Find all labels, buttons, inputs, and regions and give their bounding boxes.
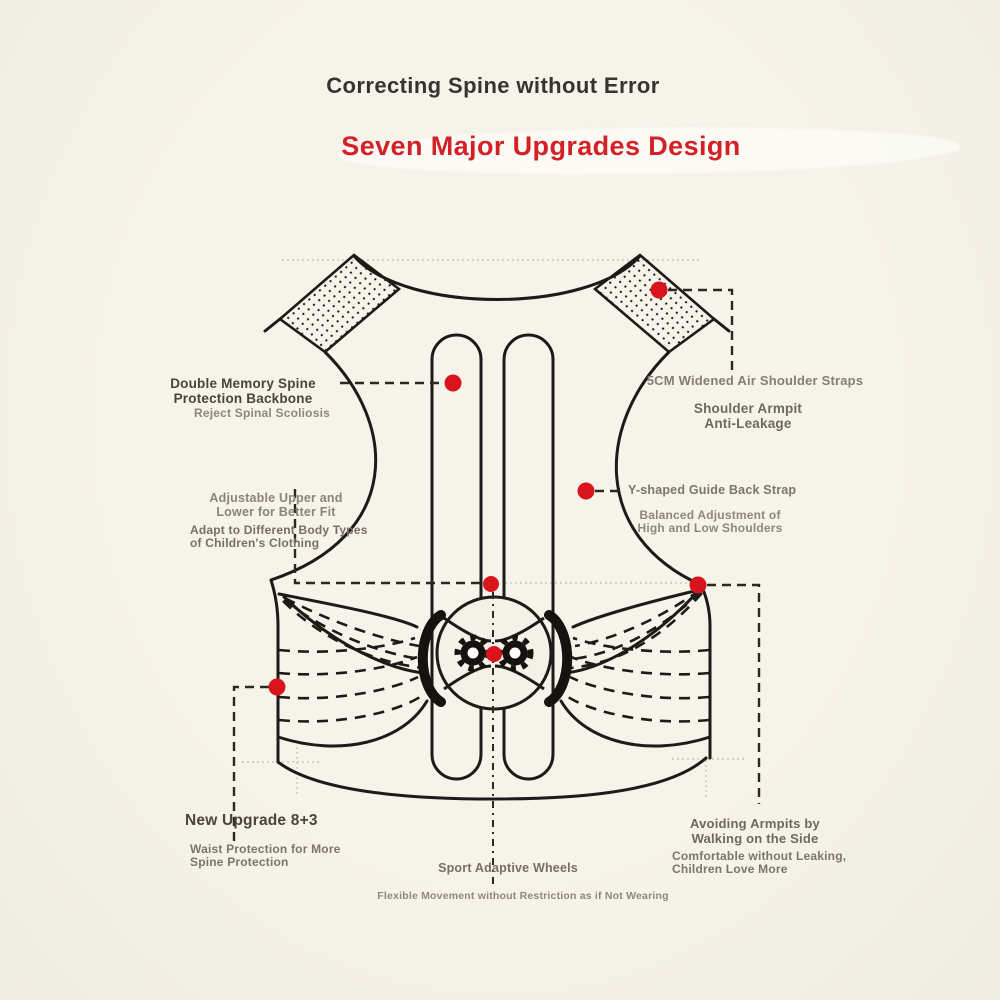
callout-back-strap-sub: Balanced Adjustment of High and Low Shou… — [637, 508, 783, 535]
callout-shoulder-straps-heading: 5CM Widened Air Shoulder Straps — [646, 373, 864, 388]
callout-back-strap-heading: Y-shaped Guide Back Strap — [628, 483, 797, 497]
callout-shoulder-straps-sub: Shoulder Armpit Anti-Leakage — [693, 401, 803, 431]
page-subtitle: Seven Major Upgrades Design — [341, 131, 741, 161]
callout-adjustable-sub: Adapt to Different Body Types of Childre… — [190, 523, 368, 550]
shoulder-strap-mesh — [277, 253, 717, 354]
callout-armpits-sub: Comfortable without Leaking, Children Lo… — [672, 849, 847, 876]
waist-strap-stitches — [278, 588, 710, 723]
page-title: Correcting Spine without Error — [326, 73, 660, 98]
callout-wheels-heading: Sport Adaptive Wheels — [438, 861, 578, 875]
callout-waist-sub: Waist Protection for More Spine Protecti… — [190, 842, 341, 869]
callout-wheels-sub: Flexible Movement without Restriction as… — [377, 890, 669, 902]
d-ring-buckles — [417, 610, 573, 707]
callout-backbone-sub: Reject Spinal Scoliosis — [194, 406, 330, 420]
marker-dots — [268, 281, 707, 696]
callout-backbone-heading: Double Memory Spine Protection Backbone — [170, 376, 316, 406]
callout-waist-heading: New Upgrade 8+3 — [185, 812, 318, 829]
leader-lines — [232, 288, 761, 843]
callout-armpits-heading: Avoiding Armpits by Walking on the Side — [690, 816, 820, 846]
callout-adjustable-heading: Adjustable Upper and Lower for Better Fi… — [209, 491, 343, 519]
backbone-rails — [430, 333, 555, 781]
